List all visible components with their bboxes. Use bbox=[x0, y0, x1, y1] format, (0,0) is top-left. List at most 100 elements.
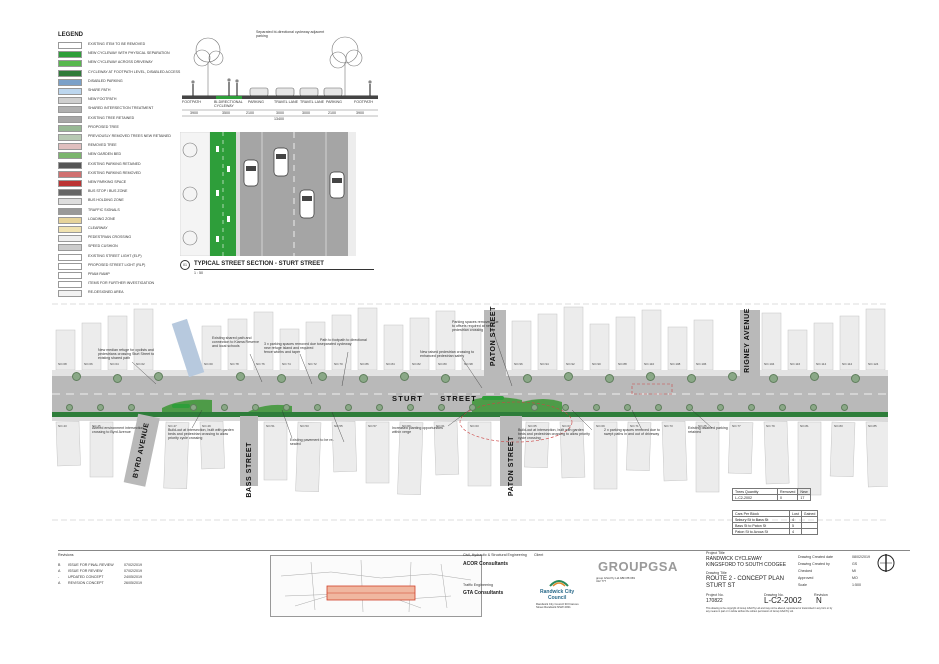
lot-number: NO.81 bbox=[800, 424, 809, 428]
legend-swatch bbox=[58, 244, 82, 252]
lot-number: NO.53 bbox=[300, 424, 309, 428]
section-number-circle: 01 bbox=[180, 260, 190, 270]
meta-label: Scale bbox=[798, 583, 807, 587]
property-lot bbox=[397, 421, 424, 496]
plan-note: Existing pavement to be re-sealed bbox=[290, 438, 334, 447]
tree-icon bbox=[593, 404, 600, 411]
tree-icon bbox=[252, 404, 259, 411]
legend-swatch bbox=[58, 216, 82, 224]
plan-note: Increased planting opportunities within … bbox=[392, 426, 443, 435]
project-no: 170822 bbox=[706, 598, 723, 604]
legend-swatch bbox=[58, 60, 82, 68]
legend-swatch bbox=[58, 253, 82, 261]
legend-swatch bbox=[58, 262, 82, 270]
trees-table-cell: 17 bbox=[797, 494, 811, 501]
tree-icon bbox=[531, 404, 538, 411]
project-no-label: Project No. bbox=[706, 593, 724, 597]
designer-logo: GROUPGSA bbox=[598, 559, 678, 574]
legend-label: PREVIOUSLY REMOVED TREES NEW RETAINED bbox=[88, 134, 172, 138]
legend-label: NEW CYCLEWAY ACROSS DRIVEWAY bbox=[88, 60, 153, 65]
tree-icon bbox=[400, 372, 409, 381]
revision-description: ISSUE FOR REVIEW bbox=[68, 569, 103, 573]
legend-label: SPEED CUSHION bbox=[88, 244, 118, 249]
meta-label: Drawing Created by bbox=[798, 562, 830, 566]
street-section-plan bbox=[179, 131, 356, 257]
legend-swatch bbox=[58, 42, 82, 49]
legend-label: EXISTING STREET LIGHT (ELP) bbox=[88, 253, 142, 258]
tree-icon bbox=[283, 404, 290, 411]
property-lot bbox=[727, 421, 754, 475]
lot-number: NO.77 bbox=[732, 424, 741, 428]
lot-number: NO.64 bbox=[110, 362, 119, 366]
property-lot bbox=[433, 420, 460, 476]
property-lot bbox=[626, 421, 652, 472]
tree-icon bbox=[646, 372, 655, 381]
section-label-footpath-left: FOOTPATH bbox=[182, 100, 202, 104]
meta-label: Approved bbox=[798, 576, 814, 580]
legend-label: SHARED INTERSECTION TREATMENT bbox=[88, 106, 154, 111]
section-title-rule bbox=[194, 269, 374, 270]
cars-table-cell bbox=[800, 528, 819, 535]
legend-swatch bbox=[58, 198, 82, 206]
lot-number: NO.86 bbox=[360, 362, 369, 366]
section-dim: 3500 bbox=[222, 111, 230, 115]
lot-number: NO.57 bbox=[368, 424, 377, 428]
copyright-note: This drawing is the copyright of Group G… bbox=[706, 607, 833, 613]
lot-number: NO.68 bbox=[58, 362, 67, 366]
revision-id: A bbox=[58, 581, 61, 585]
trees-table: Trees Quantity Removed New L-C2-2002 0 1… bbox=[732, 488, 811, 501]
plan-note: 2 x parking spaces removed due to swept … bbox=[604, 428, 660, 437]
lot-number: NO.90 bbox=[592, 362, 601, 366]
property-lot bbox=[593, 421, 618, 490]
lot-number: NO.73 bbox=[664, 424, 673, 428]
drawing-subtitle: STURT ST bbox=[706, 583, 736, 589]
lot-number: NO.43 bbox=[58, 424, 67, 428]
legend-swatch bbox=[58, 161, 82, 169]
key-map bbox=[270, 555, 482, 617]
legend-swatch bbox=[58, 281, 82, 289]
section-label-parking-left: PARKING bbox=[248, 100, 264, 104]
tree-icon bbox=[851, 374, 860, 383]
lot-number: NO.82 bbox=[412, 362, 421, 366]
section-label-footpath-right: FOOTPATH bbox=[354, 100, 374, 104]
lot-number: NO.55 bbox=[334, 424, 343, 428]
plan-note: Path to footpath to directional separate… bbox=[320, 338, 367, 347]
legend-label: CLEARWAY bbox=[88, 226, 108, 230]
lot-number: NO.84 bbox=[386, 362, 395, 366]
meta-label: Checked bbox=[798, 569, 813, 573]
north-arrow-icon bbox=[876, 553, 896, 573]
section-scale: 1 : 50 bbox=[194, 271, 203, 275]
tree-icon bbox=[128, 404, 135, 411]
street-label-sturt: STURT STREET bbox=[392, 394, 478, 403]
tree-icon bbox=[376, 404, 383, 411]
lot-number: NO.108 bbox=[670, 362, 681, 366]
cars-table-cell: 4 bbox=[789, 528, 802, 535]
lot-number: NO.61 bbox=[436, 424, 445, 428]
lot-number: NO.96 bbox=[514, 362, 523, 366]
lot-number: NO.75 bbox=[698, 424, 707, 428]
revision-date: 07/02/2019 bbox=[124, 569, 142, 573]
plan-note: Parking spaces removed due to offsets re… bbox=[452, 320, 499, 333]
section-number: 01 bbox=[183, 263, 187, 267]
revision-date: 26/05/2019 bbox=[124, 581, 142, 585]
tree-icon bbox=[113, 374, 122, 383]
legend-label: CYCLEWAY AT FOOTPATH LEVEL, DISABLED ACC… bbox=[88, 69, 181, 74]
revision-label: Revision bbox=[814, 593, 828, 597]
legend-swatch bbox=[58, 180, 82, 187]
lot-number: NO.94 bbox=[540, 362, 549, 366]
meta-value: GS bbox=[852, 562, 858, 566]
street-label-rigney: RIGNEY AVENUE bbox=[744, 308, 751, 373]
section-total-dim: 13400 bbox=[274, 117, 284, 121]
designer-contact: group GSA Pty Ltd ABN 88 069 412 777 bbox=[596, 576, 635, 584]
legend-swatch bbox=[58, 134, 82, 141]
civil-label: Civil, Hydraulic & Structural Engineerin… bbox=[463, 553, 527, 557]
revision-letter: N bbox=[816, 596, 822, 605]
legend-label: PROPOSED TREE bbox=[88, 124, 119, 129]
tree-icon bbox=[748, 404, 755, 411]
property-lot bbox=[695, 421, 720, 493]
section-dim: 3000 bbox=[302, 111, 310, 115]
plan-note: Existing shared path and connection to K… bbox=[212, 336, 259, 349]
lot-number: NO.80 bbox=[438, 362, 447, 366]
